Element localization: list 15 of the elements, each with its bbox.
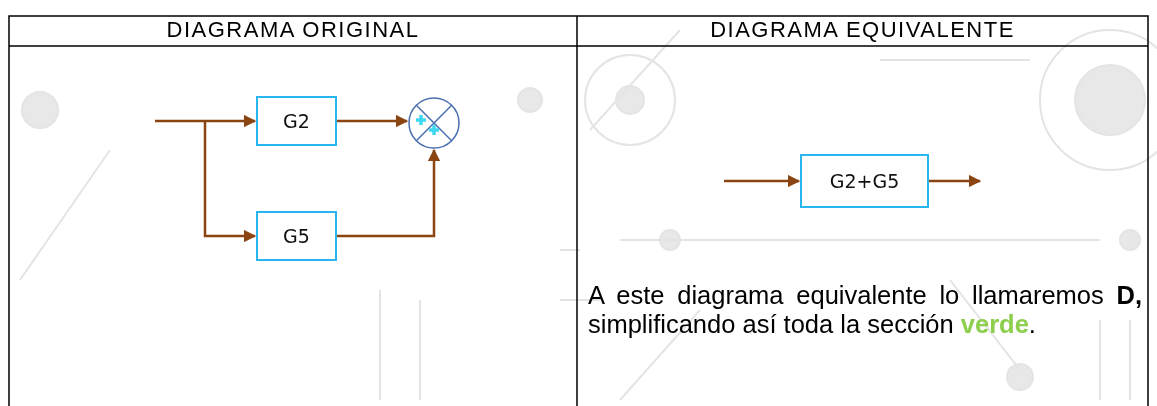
arrow bbox=[155, 114, 257, 128]
arrow bbox=[337, 114, 409, 128]
arrow bbox=[929, 174, 982, 188]
block-box bbox=[256, 96, 337, 146]
arrow bbox=[724, 174, 801, 188]
description-text: A este diagrama equivalente lo llamaremos D, simplificando así toda la sección verde. bbox=[588, 281, 1142, 339]
column-header: DIAGRAMA EQUIVALENTE bbox=[709, 17, 1016, 43]
block-box bbox=[800, 154, 929, 208]
column-header: DIAGRAMA ORIGINAL bbox=[165, 17, 421, 43]
block-label: G2+G5 bbox=[829, 170, 900, 192]
block-label: G2 bbox=[283, 110, 310, 132]
arrow bbox=[203, 121, 257, 243]
block-box bbox=[256, 211, 337, 261]
arrow bbox=[337, 148, 441, 238]
block-label: G5 bbox=[283, 225, 310, 247]
